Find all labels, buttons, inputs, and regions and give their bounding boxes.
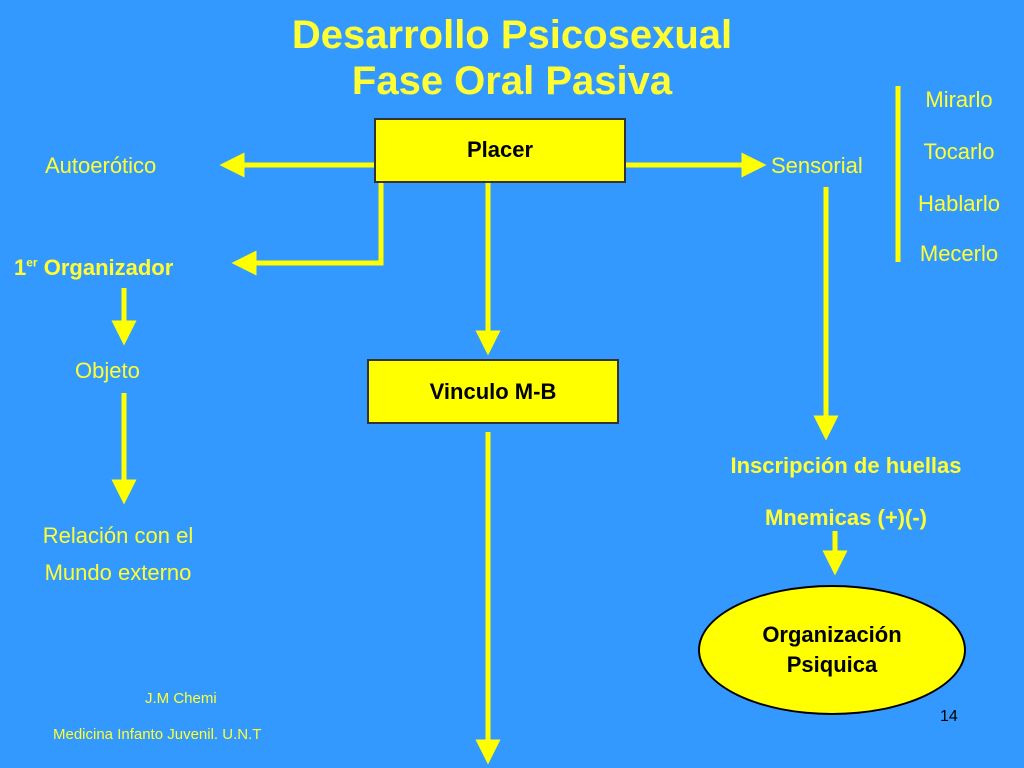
- sensorial-item: Hablarlo: [918, 191, 1000, 216]
- placer-label: Placer: [466, 136, 534, 162]
- vinculo-label: Vinculo M-B: [429, 378, 557, 404]
- inscripcion-line-2: Mnemicas (+)(-): [765, 505, 927, 530]
- sensorial-item: Tocarlo: [923, 139, 995, 164]
- objeto-label: Objeto: [75, 358, 140, 383]
- vinculo-box: Vinculo M-B: [367, 359, 619, 424]
- inscripcion-block: Inscripción de huellas Mnemicas (+)(-): [676, 448, 1016, 536]
- organizador-number: 1: [14, 255, 27, 280]
- footer-author: J.M Chemi: [145, 690, 217, 707]
- title-line-1: Desarrollo Psicosexual: [291, 13, 733, 57]
- organizador-label: 1er Organizador: [14, 255, 173, 281]
- organizador-text: Organizador: [43, 255, 174, 280]
- organizacion-ellipse: Organización Psiquica: [698, 585, 966, 715]
- sensorial-item: Mecerlo: [919, 241, 999, 266]
- placer-box: Placer: [374, 118, 626, 183]
- sensorial-label: Sensorial: [771, 153, 863, 178]
- relacion-line-1: Relación con el: [42, 523, 194, 548]
- autoerotico-label: Autoerótico: [45, 153, 157, 178]
- inscripcion-line-1: Inscripción de huellas: [730, 453, 962, 478]
- organizacion-line-2: Psiquica: [786, 652, 878, 677]
- organizador-sup: er: [26, 255, 38, 270]
- relacion-line-2: Mundo externo: [44, 560, 192, 585]
- page-title: Desarrollo Psicosexual Fase Oral Pasiva: [0, 12, 1024, 104]
- page-number: 14: [940, 708, 958, 725]
- sensorial-item: Mirarlo: [925, 87, 993, 112]
- title-line-2: Fase Oral Pasiva: [351, 59, 673, 103]
- footer-institution: Medicina Infanto Juvenil. U.N.T: [53, 726, 262, 743]
- relacion-block: Relación con el Mundo externo: [0, 510, 236, 584]
- sensorial-list: Mirarlo Tocarlo Hablarlo Mecerlo: [904, 87, 1014, 267]
- organizacion-line-1: Organización: [762, 622, 902, 647]
- arrow-placer-organizador: [231, 183, 384, 276]
